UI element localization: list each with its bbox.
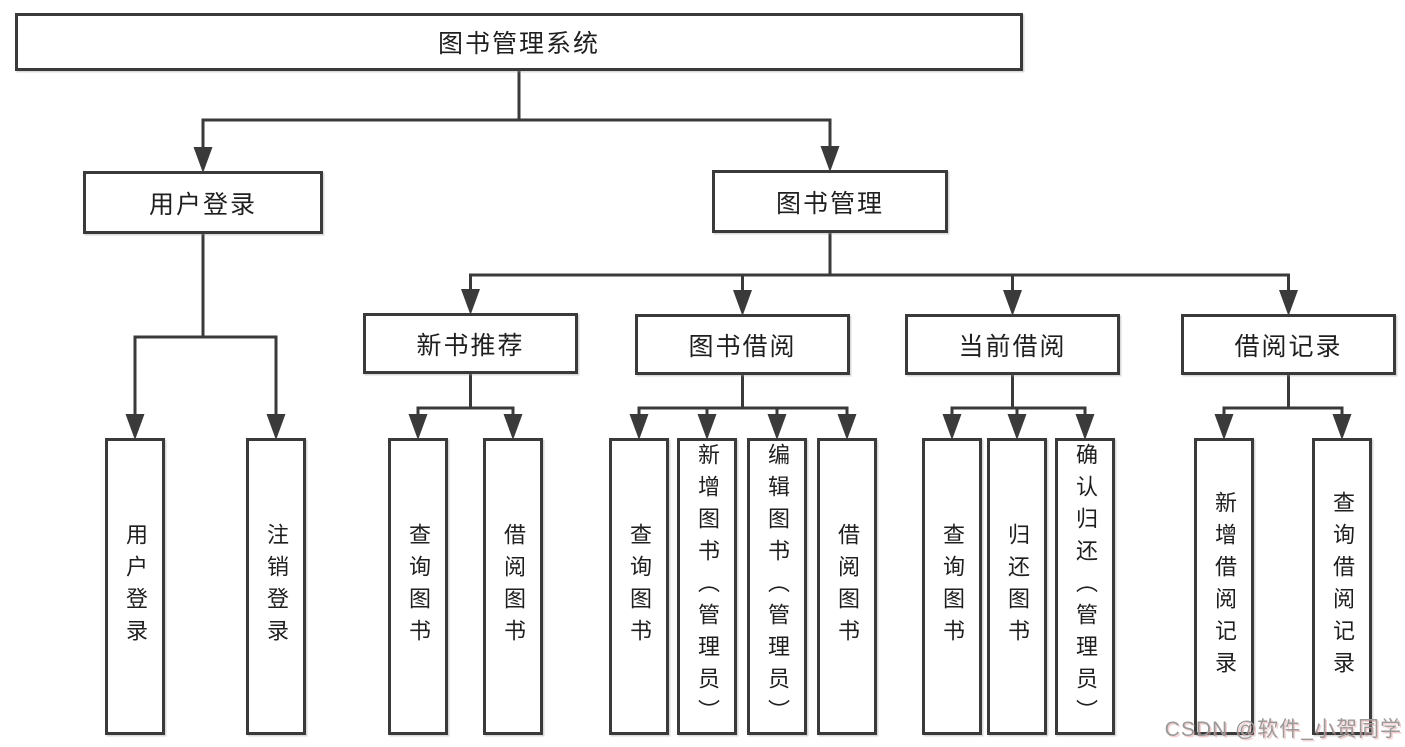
node-label: 确认归还（管理员） bbox=[1073, 442, 1098, 731]
node-leaf-add-book: 新增图书（管理员） bbox=[677, 438, 737, 735]
node-leaf-borrow-book-2: 借阅图书 bbox=[817, 438, 877, 735]
node-leaf-query-book-2: 查询图书 bbox=[609, 438, 669, 735]
node-label: 借阅图书 bbox=[835, 522, 860, 651]
node-label: 新增图书（管理员） bbox=[695, 442, 720, 731]
node-leaf-query-book-3: 查询图书 bbox=[922, 438, 982, 735]
node-leaf-query-borrow-record: 查询借阅记录 bbox=[1312, 438, 1372, 735]
node-leaf-return-book: 归还图书 bbox=[987, 438, 1047, 735]
node-label: 查询图书 bbox=[406, 522, 431, 651]
node-label: 用户登录 bbox=[123, 522, 148, 651]
csdn-watermark: CSDN @软件_小贺同学 bbox=[1164, 718, 1402, 741]
node-label: 查询图书 bbox=[940, 522, 965, 651]
node-new-book-rec: 新书推荐 bbox=[363, 313, 578, 374]
node-leaf-user-login: 用户登录 bbox=[105, 438, 165, 735]
node-label: 图书借阅 bbox=[688, 332, 797, 361]
node-label: 图书管理 bbox=[775, 189, 884, 218]
node-label: 归还图书 bbox=[1005, 522, 1030, 651]
node-borrow-record: 借阅记录 bbox=[1181, 314, 1396, 375]
node-label: 图书管理系统 bbox=[437, 30, 600, 58]
node-label: 新增借阅记录 bbox=[1212, 490, 1237, 683]
node-leaf-add-borrow-record: 新增借阅记录 bbox=[1194, 438, 1254, 735]
node-label: 编辑图书（管理员） bbox=[765, 442, 790, 731]
node-leaf-logout: 注销登录 bbox=[246, 438, 306, 735]
node-label: 新书推荐 bbox=[416, 331, 525, 360]
node-label: 当前借阅 bbox=[958, 332, 1067, 361]
node-leaf-query-book-1: 查询图书 bbox=[388, 438, 448, 735]
node-label: 用户登录 bbox=[148, 190, 257, 219]
node-label: 查询图书 bbox=[627, 522, 652, 651]
node-book-mgmt: 图书管理 bbox=[712, 170, 948, 233]
node-leaf-edit-book: 编辑图书（管理员） bbox=[747, 438, 807, 735]
node-leaf-borrow-book-1: 借阅图书 bbox=[483, 438, 543, 735]
node-book-borrow: 图书借阅 bbox=[635, 314, 850, 375]
node-label: 注销登录 bbox=[264, 522, 289, 651]
node-label: 查询借阅记录 bbox=[1330, 490, 1355, 683]
node-label: 借阅图书 bbox=[501, 522, 526, 651]
node-current-borrow: 当前借阅 bbox=[905, 314, 1120, 375]
node-root: 图书管理系统 bbox=[15, 13, 1023, 71]
node-label: 借阅记录 bbox=[1234, 332, 1343, 361]
node-user-login: 用户登录 bbox=[83, 171, 323, 234]
node-leaf-confirm-return: 确认归还（管理员） bbox=[1055, 438, 1115, 735]
